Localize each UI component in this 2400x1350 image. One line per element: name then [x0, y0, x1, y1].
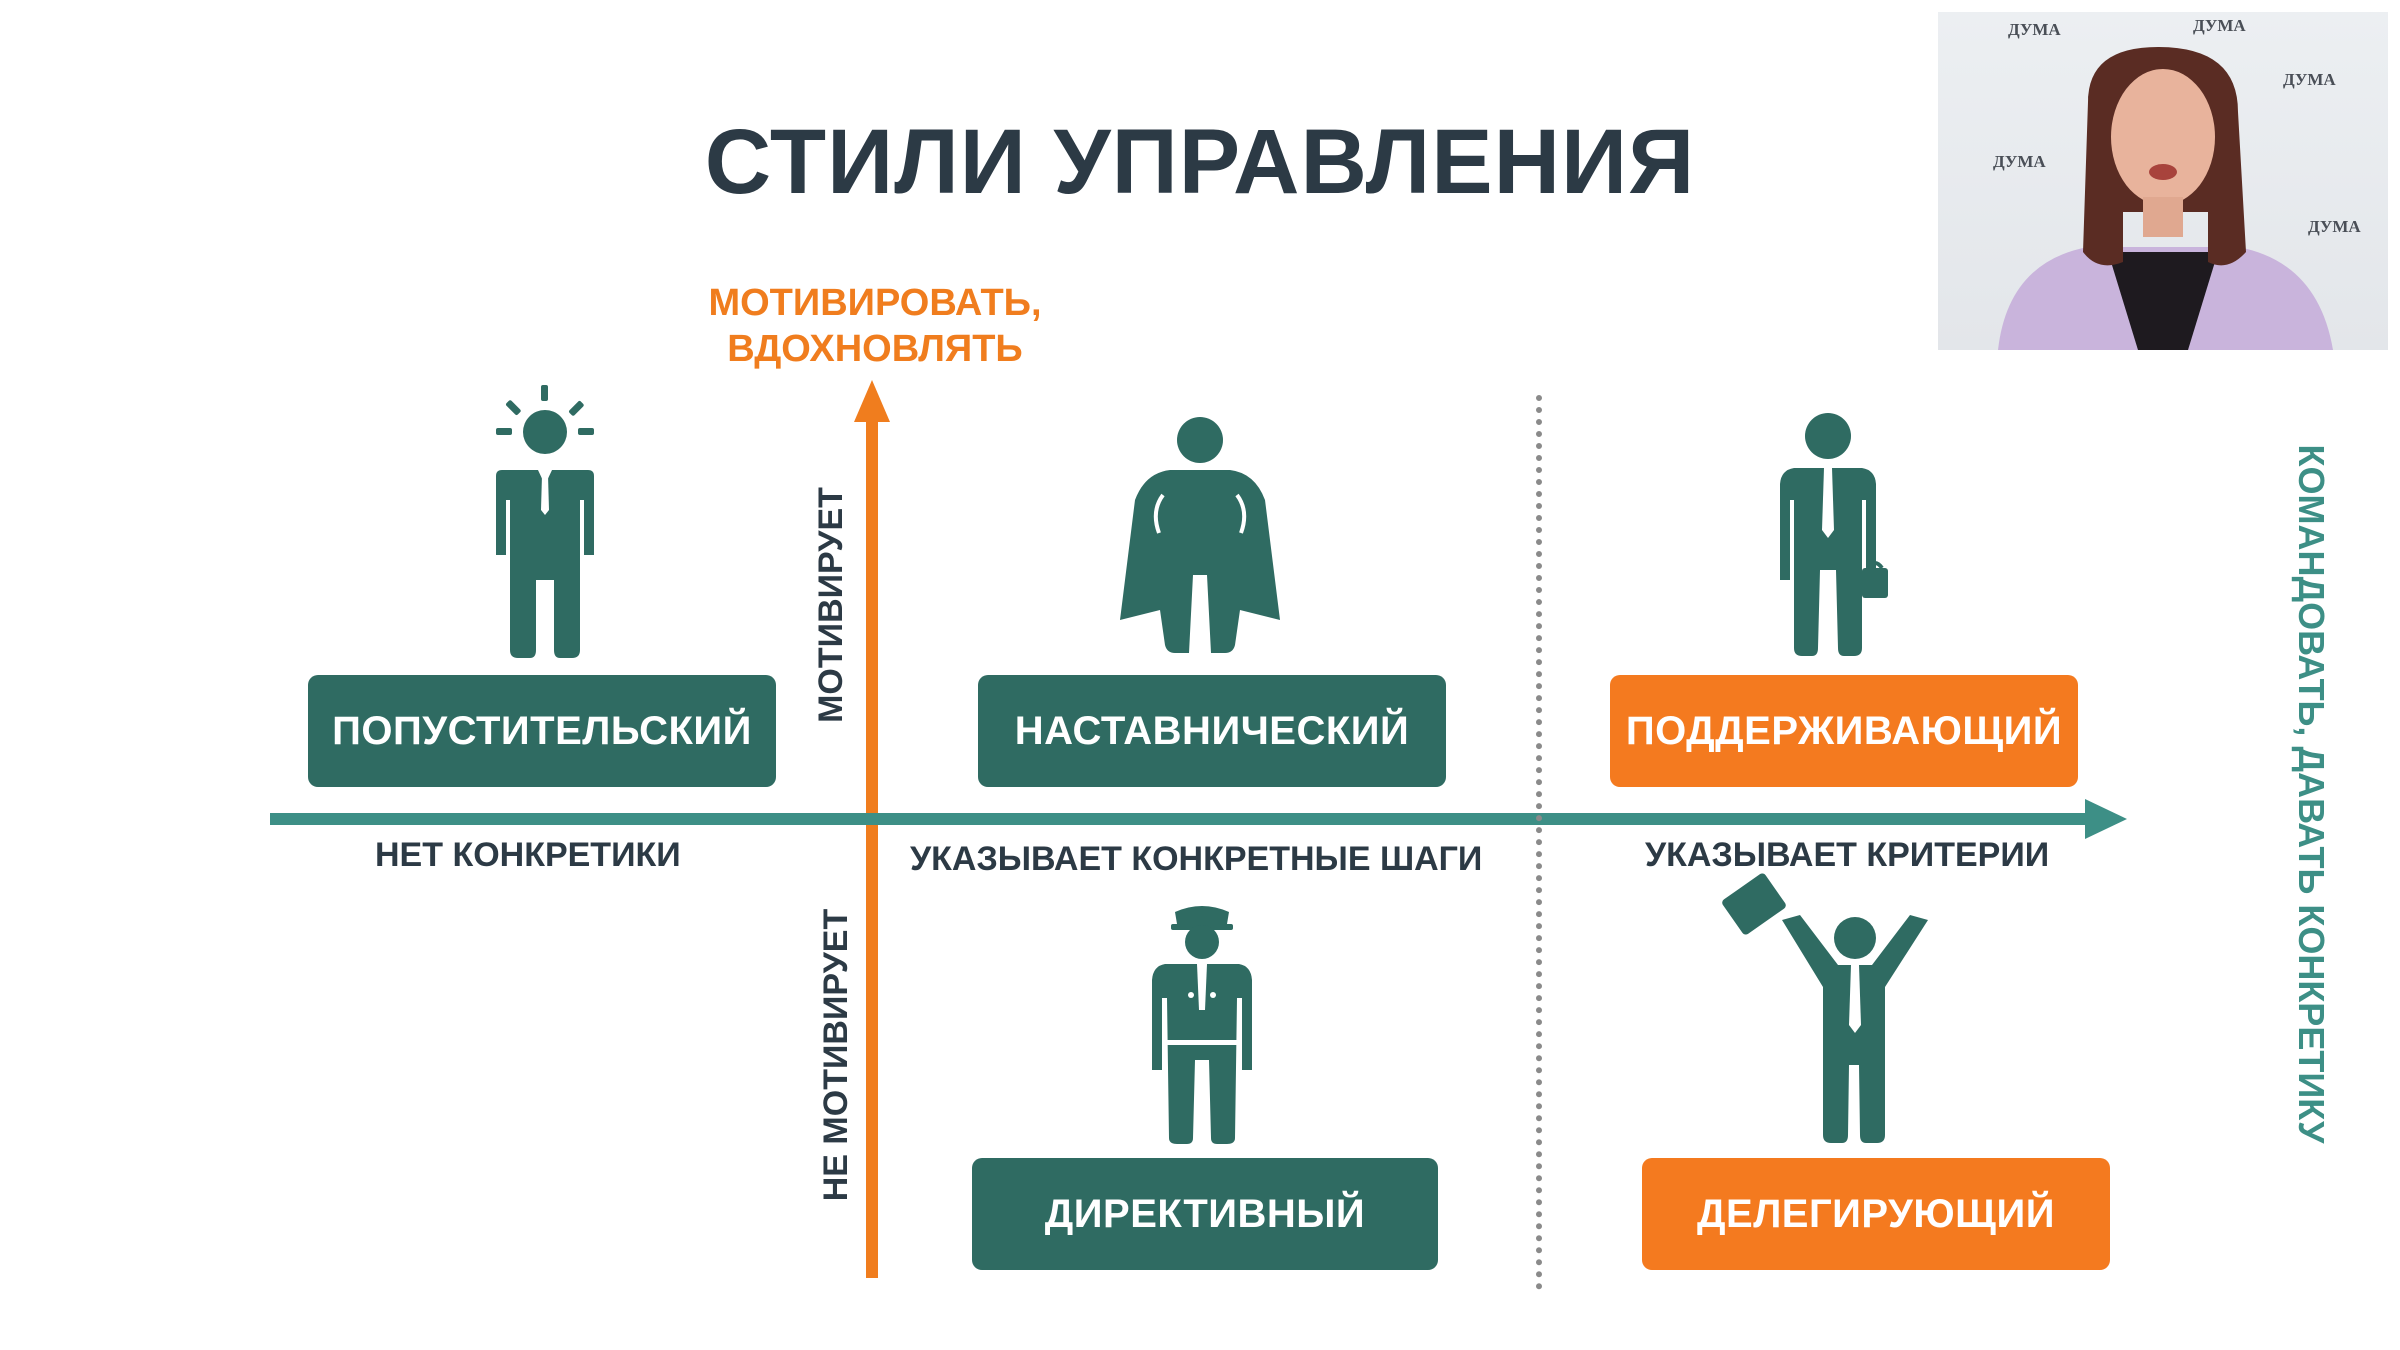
- webcam-watermark: ДУМА: [2193, 16, 2246, 35]
- criteria-label: УКАЗЫВАЕТ КРИТЕРИИ: [1645, 836, 2050, 874]
- webcam-watermark: ДУМА: [2008, 20, 2061, 39]
- horizontal-axis-arrow: [2085, 799, 2127, 839]
- presenter-silhouette: [1998, 47, 2333, 350]
- webcam-video: ДУМА ДУМА ДУМА ДУМА ДУМА ДУМА: [1938, 12, 2388, 350]
- webcam-watermark: ДУМА: [2283, 70, 2336, 89]
- not-motivates-label: НЕ МОТИВИРУЕТ: [817, 908, 855, 1202]
- webcam-watermark: ДУМА: [1993, 152, 2046, 171]
- superhero-icon: [1120, 417, 1280, 653]
- specific-steps-label: УКАЗЫВАЕТ КОНКРЕТНЫЕ ШАГИ: [910, 840, 1483, 878]
- webcam-watermark: ДУМА: [2308, 217, 2361, 236]
- style-box-mentoring: НАСТАВНИЧЕСКИЙ: [978, 675, 1446, 787]
- horizontal-axis: [270, 813, 2090, 825]
- right-axis-label: КОМАНДОВАТЬ, ДАВАТЬ КОНКРЕТИКУ: [2291, 444, 2332, 1144]
- no-specifics-label: НЕТ КОНКРЕТИКИ: [375, 836, 681, 874]
- top-axis-label-line2: ВДОХНОВЛЯТЬ: [727, 328, 1023, 370]
- idea-person-icon: [496, 385, 594, 658]
- top-axis-label: МОТИВИРОВАТЬ, ВДОХНОВЛЯТЬ: [625, 280, 1125, 372]
- motivates-label: МОТИВИРУЕТ: [812, 487, 850, 723]
- style-box-directive: ДИРЕКТИВНЫЙ: [972, 1158, 1438, 1270]
- officer-icon: [1152, 906, 1252, 1144]
- vertical-axis-arrow: [854, 380, 890, 422]
- top-axis-label-line1: МОТИВИРОВАТЬ,: [708, 282, 1042, 324]
- style-box-permissive: ПОПУСТИТЕЛЬСКИЙ: [308, 675, 776, 787]
- style-box-supporting: ПОДДЕРЖИВАЮЩИЙ: [1610, 675, 2078, 787]
- dotted-divider: [1536, 395, 1542, 1290]
- vertical-axis: [866, 420, 878, 1278]
- celebrating-person-icon: [1722, 873, 1928, 1143]
- businessman-briefcase-icon: [1780, 413, 1888, 656]
- slide-title: СТИЛИ УПРАВЛЕНИЯ: [704, 111, 1696, 213]
- style-box-delegating: ДЕЛЕГИРУЮЩИЙ: [1642, 1158, 2110, 1270]
